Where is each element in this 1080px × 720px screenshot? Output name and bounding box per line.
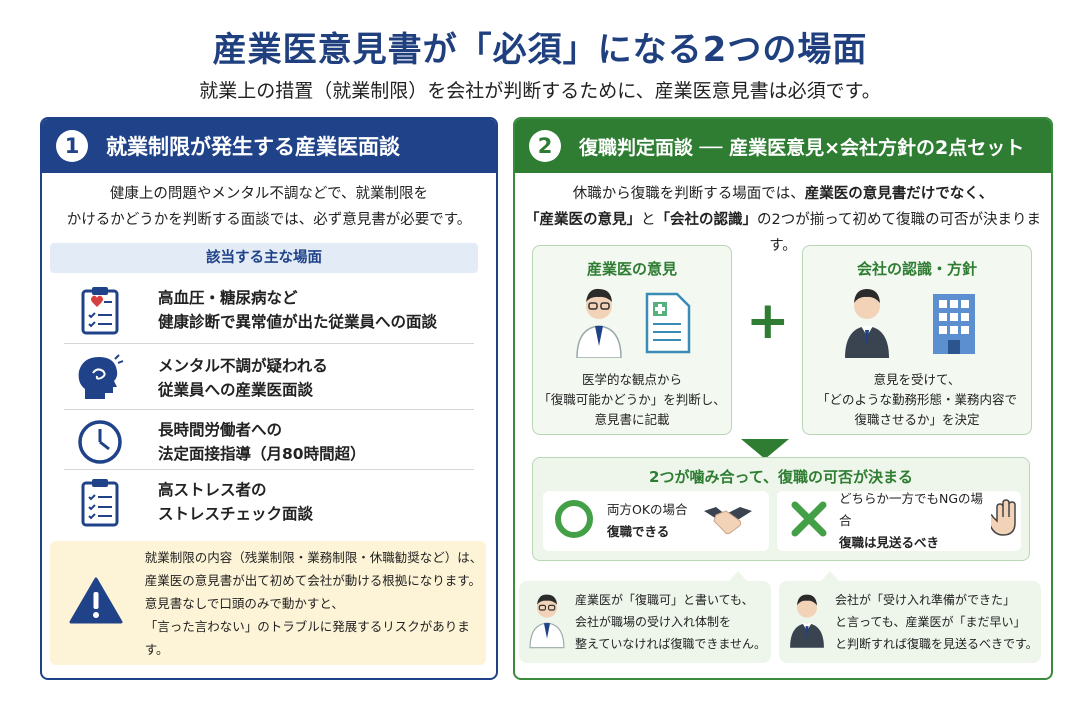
bubble-line: と判断すれば復職を見送るべきです。: [835, 637, 1038, 651]
handshake-icon: [702, 501, 754, 541]
box-line: 意見書に記載: [594, 412, 670, 427]
box-title: 会社の認識・方針: [856, 260, 977, 278]
panel-heading: 復職判定面談 ── 産業医意見×会社方針の2点セット: [579, 136, 1025, 159]
intro-line: 休職から復職を判断する場面では、産業医の意見書だけでなく、: [515, 181, 1051, 207]
warning-box: 就業制限の内容（残業制限・業務制限・休職勧奨など）は、 産業医の意見書が出て初め…: [50, 541, 486, 665]
panel-restriction-interview: 1 就業制限が発生する産業医面談 健康上の問題やメンタル不調などで、就業制限を …: [40, 117, 498, 680]
panel-intro: 休職から復職を判断する場面では、産業医の意見書だけでなく、 「産業医の意見」と「…: [515, 181, 1051, 259]
cross-ng-icon: [789, 499, 829, 543]
warning-line: 意見書なしで口頭のみで動かすと、: [144, 595, 344, 611]
document-icon: [645, 292, 691, 358]
panel-header: 1 就業制限が発生する産業医面談: [42, 119, 496, 173]
panel-intro: 健康上の問題やメンタル不調などで、就業制限を かけるかどうかを判断する面談では、…: [42, 181, 496, 233]
box-line: 「どのような勤務形態・業務内容で: [816, 392, 1017, 407]
raised-hand-icon: [986, 499, 1021, 543]
decision-title: 2つが噛み合って、復職の可否が決まる: [649, 468, 913, 486]
intro-line: かけるかどうかを判断する面談では、必ず意見書が必要です。: [66, 212, 472, 228]
option-emphasis: 復職は見送るべき: [839, 535, 940, 550]
divider: [64, 409, 474, 410]
box-line: 「復職可能かどうか」を判断し、: [538, 392, 726, 407]
scene-line: 法定面接指導（月80時間超）: [158, 445, 366, 463]
businessman-icon: [841, 286, 893, 362]
scene-line: ストレスチェック面談: [158, 505, 314, 523]
warning-icon: [68, 576, 127, 630]
circle-ok-icon: [553, 498, 595, 544]
box-line: 復職させるか」を決定: [854, 412, 980, 427]
scenes-label: 該当する主な場面: [50, 243, 478, 273]
panel-return-to-work: 2 復職判定面談 ── 産業医意見×会社方針の2点セット 休職から復職を判断する…: [513, 117, 1053, 680]
panel-header: 2 復職判定面談 ── 産業医意見×会社方針の2点セット: [515, 119, 1051, 173]
scene-item: 高ストレス者の ストレスチェック面談: [50, 471, 478, 533]
scene-item: 長時間労働者への 法定面接指導（月80時間超）: [50, 411, 478, 473]
box-line: 医学的な観点から: [581, 372, 682, 387]
intro-emphasis: 「産業医の意見」: [525, 212, 641, 228]
scene-item: メンタル不調が疑われる 従業員への産業医面談: [50, 347, 478, 409]
warning-line: 「言った言わない」のトラブルに発展するリスクがあります。: [144, 618, 470, 657]
intro-text: 休職から復職を判断する場面では、: [572, 186, 805, 202]
option-emphasis: 復職できる: [607, 524, 670, 539]
scene-item: 高血圧・糖尿病など 健康診断で異常値が出た従業員への面談: [50, 279, 478, 341]
intro-line: 「産業医の意見」と「会社の認識」の2つが揃って初めて復職の可否が決まります。: [515, 207, 1051, 259]
option-line: 両方OKの場合: [607, 502, 688, 517]
divider: [64, 343, 474, 344]
panel-heading: 就業制限が発生する産業医面談: [106, 135, 400, 159]
plus-icon: +: [746, 291, 790, 351]
scene-line: 健康診断で異常値が出た従業員への面談: [158, 313, 438, 331]
option-line: どちらか一方でもNGの場合: [839, 491, 984, 528]
intro-emphasis: 産業医の意見書だけでなく、: [804, 186, 994, 202]
scene-line: 高ストレス者の: [158, 481, 267, 499]
doctor-icon: [573, 286, 625, 362]
clock-icon: [70, 419, 130, 465]
bubble-line: と言っても、産業医が「まだ早い」: [835, 615, 1026, 629]
building-icon: [929, 292, 979, 360]
bubble-line: 会社が職場の受け入れ体制を: [575, 615, 732, 629]
doctor-speech-bubble: 産業医が「復職可」と書いても、 会社が職場の受け入れ体制を 整えていなければ復職…: [519, 571, 771, 663]
page-subtitle: 就業上の措置（就業制限）を会社が判断するために、産業医意見書は必須です。: [199, 80, 881, 102]
company-speech-bubble: 会社が「受け入れ準備ができた」 と言っても、産業医が「まだ早い」 と判断すれば復…: [779, 571, 1041, 663]
box-line: 意見を受けて、: [873, 372, 961, 387]
clipboard-heart-icon: [70, 285, 130, 335]
scene-line: 従業員への産業医面談: [158, 381, 314, 399]
down-arrow-icon: [741, 439, 789, 459]
number-badge: 2: [529, 130, 561, 162]
box-title: 産業医の意見: [586, 260, 677, 278]
scene-line: 長時間労働者への: [158, 421, 283, 439]
option-ng: どちらか一方でもNGの場合 復職は見送るべき: [777, 491, 1021, 551]
intro-text: の2つが揃って初めて復職の可否が決まります。: [757, 212, 1041, 254]
intro-text: と: [641, 212, 656, 228]
doctor-avatar-icon: [527, 590, 567, 654]
checklist-icon: [70, 477, 130, 527]
option-ok: 両方OKの場合 復職できる: [543, 491, 769, 551]
option-line: 復職できる: [607, 521, 688, 543]
bubble-line: 産業医が「復職可」と書いても、: [575, 593, 754, 607]
bubble-line: 整えていなければ復職できません。: [575, 637, 767, 651]
scene-line: 高血圧・糖尿病など: [158, 289, 298, 307]
intro-emphasis: 「会社の認識」: [655, 212, 758, 228]
warning-line: 産業医の意見書が出て初めて会社が動ける根拠になります。: [144, 572, 481, 588]
scene-line: メンタル不調が疑われる: [158, 357, 328, 375]
option-line: 復職は見送るべき: [839, 532, 985, 554]
number-badge: 1: [56, 130, 88, 162]
head-stress-icon: [70, 353, 130, 403]
company-policy-box: 会社の認識・方針 意見を受けて、 「どのよ: [802, 245, 1032, 435]
bubble-line: 会社が「受け入れ準備ができた」: [835, 593, 1016, 607]
doctor-opinion-box: 産業医の意見 医学的な観点から 「復: [532, 245, 732, 435]
businessman-avatar-icon: [787, 590, 827, 654]
intro-line: 健康上の問題やメンタル不調などで、就業制限を: [109, 186, 429, 202]
divider: [64, 469, 474, 470]
warning-line: 就業制限の内容（残業制限・業務制限・休職勧奨など）は、: [144, 549, 483, 565]
decision-box: 2つが噛み合って、復職の可否が決まる 両方OKの場合 復職できる: [532, 457, 1030, 561]
page-title: 産業医意見書が「必須」になる2つの場面: [212, 30, 868, 70]
